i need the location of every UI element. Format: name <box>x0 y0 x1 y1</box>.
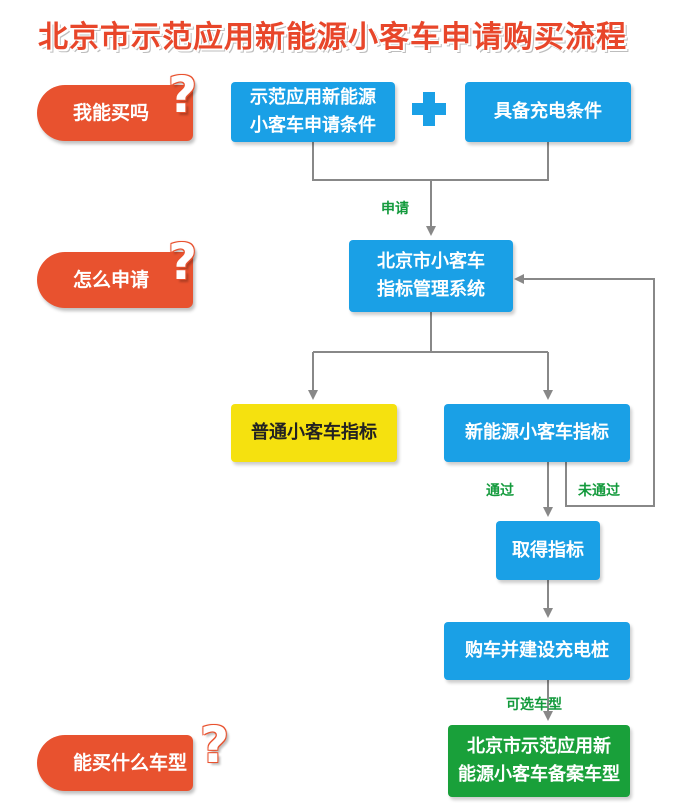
node-text-line: 指标管理系统 <box>377 279 485 300</box>
connector-join <box>312 142 549 181</box>
edge-label-pass: 通过 <box>486 483 514 499</box>
question-mark-icon: ? <box>168 66 198 124</box>
lane-which-models: 能买什么车型 <box>37 735 193 791</box>
node-charging-conditions: 具备充电条件 <box>465 82 631 142</box>
node-text: 具备充电条件 <box>494 101 602 122</box>
arrow-fail-loop <box>514 274 655 507</box>
edge-label-optional-models: 可选车型 <box>506 697 562 713</box>
node-application-conditions: 示范应用新能源 小客车申请条件 <box>231 82 395 142</box>
node-obtain-quota: 取得指标 <box>496 521 600 580</box>
node-text: 取得指标 <box>512 539 584 561</box>
question-mark-icon: ? <box>200 716 230 774</box>
edge-label-apply: 申请 <box>381 201 409 217</box>
lane-label: 能买什么车型 <box>73 752 188 774</box>
lane-can-i-buy: 我能买吗 <box>37 85 193 141</box>
node-text: 新能源小客车指标 <box>465 422 609 443</box>
node-text-line: 能源小客车备案车型 <box>458 764 620 785</box>
node-text: 购车并建设充电桩 <box>465 640 609 661</box>
node-nev-quota: 新能源小客车指标 <box>444 404 630 462</box>
plus-icon <box>412 92 446 126</box>
edge-label-fail: 未通过 <box>578 483 620 499</box>
node-registered-models: 北京市示范应用新 能源小客车备案车型 <box>448 725 630 797</box>
lane-label: 怎么申请 <box>73 269 150 291</box>
node-quota-system: 北京市小客车 指标管理系统 <box>349 240 513 312</box>
node-purchase-and-charger: 购车并建设充电桩 <box>444 622 630 680</box>
node-regular-quota: 普通小客车指标 <box>231 404 397 462</box>
question-mark-icon: ? <box>168 233 198 291</box>
node-text-line: 北京市小客车 <box>377 251 485 272</box>
node-text: 普通小客车指标 <box>251 422 377 443</box>
page-title: 北京市示范应用新能源小客车申请购买流程 <box>38 20 627 55</box>
lane-how-to-apply: 怎么申请 <box>37 252 193 308</box>
node-text-line: 小客车申请条件 <box>250 115 376 136</box>
lane-label: 我能买吗 <box>73 102 150 124</box>
node-text-line: 示范应用新能源 <box>250 87 376 108</box>
node-text-line: 北京市示范应用新 <box>467 736 611 757</box>
